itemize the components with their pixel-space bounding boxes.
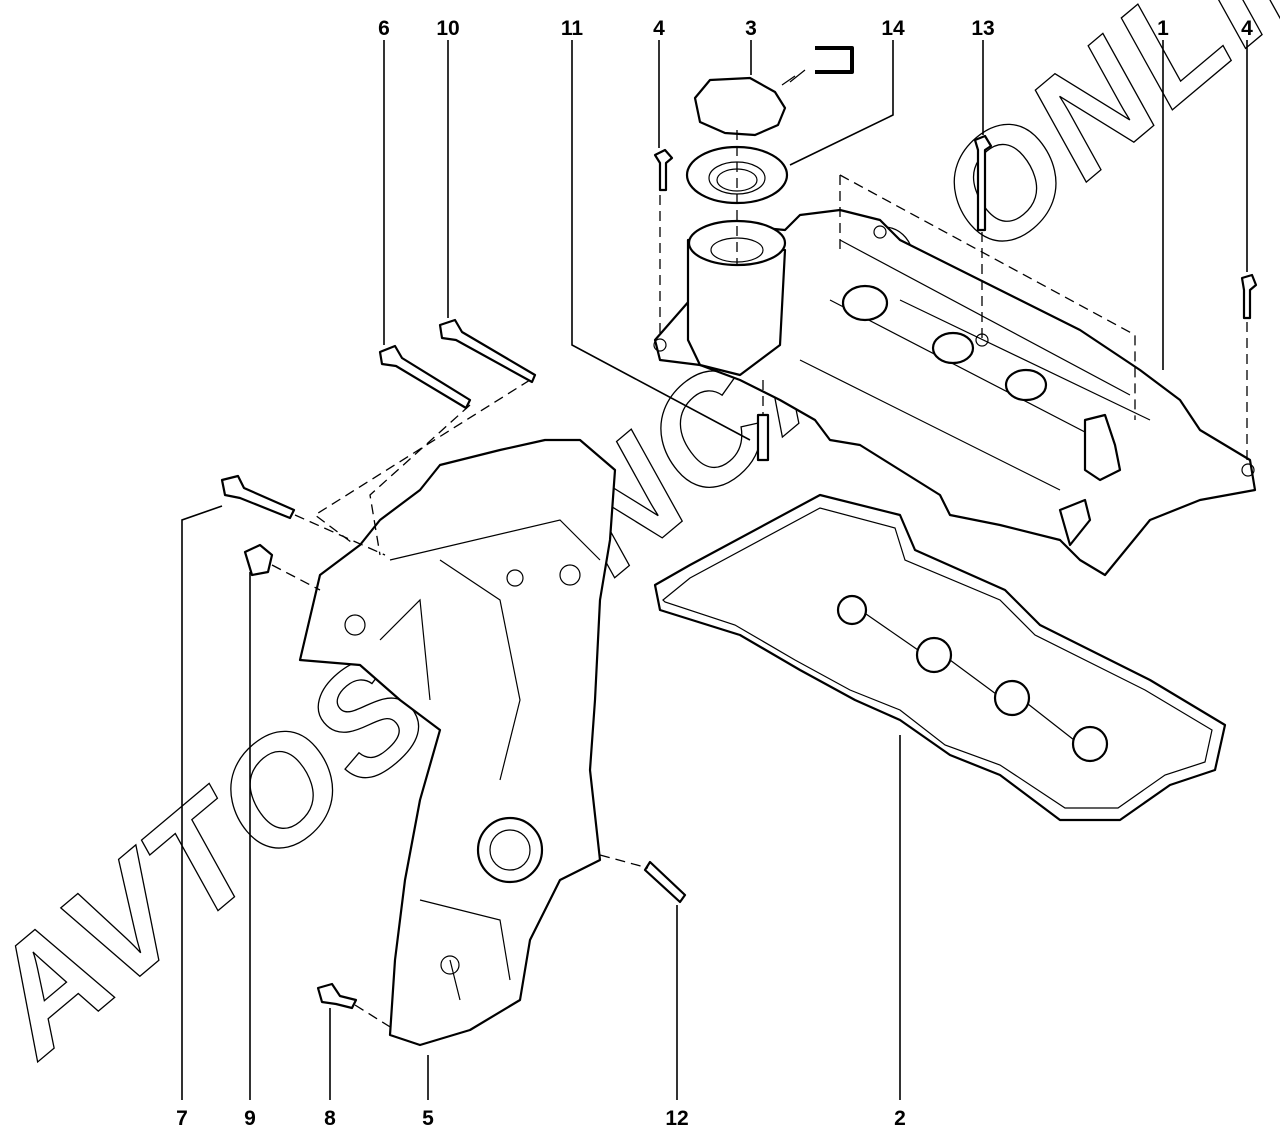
callout-13: 13 (971, 17, 994, 40)
bolt-7 (220, 474, 296, 520)
bolts (220, 134, 1258, 1010)
callout-6: 6 (378, 17, 390, 40)
callout-4-left: 4 (653, 17, 665, 40)
callout-10: 10 (436, 17, 459, 40)
cover-gasket (653, 493, 1227, 822)
bolt-13 (973, 134, 993, 232)
callout-1: 1 (1157, 17, 1169, 40)
callouts-bottom: 7 9 8 5 12 2 (176, 1107, 906, 1130)
timing-chain-cover (298, 438, 617, 1047)
bolt-4-right (1240, 273, 1258, 320)
cylinder-head-cover (653, 208, 1257, 577)
assembly-lines (271, 130, 1248, 1031)
callout-8: 8 (324, 1107, 336, 1130)
dowel-pin-12 (643, 860, 687, 904)
plug-9 (243, 543, 274, 577)
callout-7: 7 (176, 1107, 188, 1130)
callout-5: 5 (422, 1107, 434, 1130)
dowel-pin-11 (756, 413, 770, 462)
oil-filler-cap (693, 46, 854, 137)
oil-filler-neck (686, 219, 787, 377)
bolt-6 (378, 344, 472, 410)
callouts-top: 6 10 11 4 3 14 13 1 4 (378, 17, 1253, 40)
callout-3: 3 (745, 17, 757, 40)
bolt-4-left (653, 148, 674, 192)
leader-lines (181, 40, 1248, 1100)
callout-4-right: 4 (1241, 17, 1253, 40)
callout-12: 12 (665, 1107, 688, 1130)
bolt-10 (438, 318, 537, 384)
bolt-8 (316, 982, 358, 1010)
callout-11: 11 (561, 17, 584, 40)
callout-2: 2 (894, 1107, 906, 1130)
callout-14: 14 (881, 17, 905, 40)
callout-9: 9 (244, 1107, 256, 1130)
